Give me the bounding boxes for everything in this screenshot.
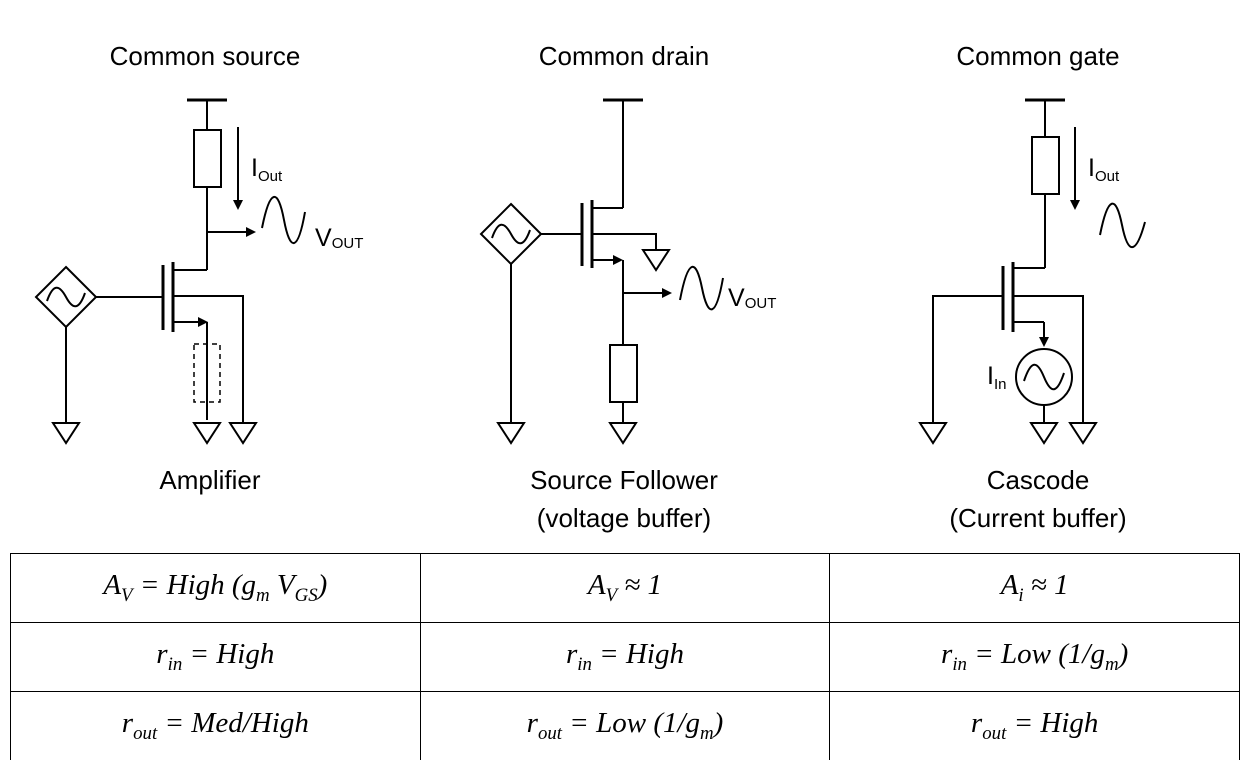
ground-symbol: [496, 422, 526, 445]
common-source-title: Common source: [110, 41, 301, 71]
output-waveform: [261, 196, 306, 244]
drain-resistor: [193, 129, 222, 188]
output-waveform: [679, 266, 724, 311]
table-row: AV = High (gm VGS) AV ≈ 1 Ai ≈ 1: [10, 553, 1240, 623]
ground-symbol: [1068, 422, 1098, 445]
ground-symbol: [1029, 422, 1059, 445]
ground-symbol: [641, 249, 671, 272]
current-out-label-cg: IOut: [1088, 154, 1120, 185]
ground-symbol: [192, 422, 222, 445]
common-gate-circuit: Common gate IOut IIn Cascode (Current bu…: [918, 41, 1146, 533]
common-gate-caption-2: (Current buffer): [949, 503, 1126, 533]
current-in-label-cg: IIn: [987, 362, 1006, 393]
current-label-cs: IOut: [251, 154, 283, 185]
drain-resistor: [1031, 136, 1060, 195]
output-label-cs: VOUT: [315, 224, 363, 252]
common-gate-title: Common gate: [956, 41, 1119, 71]
ground-symbol: [51, 422, 81, 445]
table-cell: AV = High (gm VGS): [10, 553, 421, 623]
table-row: rin = High rin = High rin = Low (1/gm): [10, 622, 1240, 692]
common-drain-circuit: Common drain VOUT Source Follower (volta…: [479, 41, 776, 533]
source-resistor: [609, 344, 638, 403]
table-cell: rout = High: [829, 691, 1240, 760]
properties-table: AV = High (gm VGS) AV ≈ 1 Ai ≈ 1 rin = H…: [10, 553, 1240, 760]
common-source-circuit: Common source VOUT IOut Amplifier: [34, 41, 363, 495]
table-cell: Ai ≈ 1: [829, 553, 1240, 623]
table-cell: rout = Med/High: [10, 691, 421, 760]
output-label-cd: VOUT: [728, 284, 776, 312]
common-drain-caption-1: Source Follower: [530, 465, 718, 495]
dashed-resistor: [193, 343, 221, 403]
table-cell: AV ≈ 1: [419, 553, 831, 623]
common-drain-title: Common drain: [539, 41, 710, 71]
table-row: rout = Med/High rout = Low (1/gm) rout =…: [10, 691, 1240, 760]
table-cell: rin = Low (1/gm): [829, 622, 1240, 692]
table-cell: rin = High: [419, 622, 831, 692]
common-drain-caption-2: (voltage buffer): [537, 503, 711, 533]
output-waveform: [1099, 202, 1146, 248]
common-source-caption: Amplifier: [159, 465, 260, 495]
ground-symbol: [228, 422, 258, 445]
table-cell: rin = High: [10, 622, 421, 692]
ground-symbol: [608, 422, 638, 445]
common-gate-caption-1: Cascode: [987, 465, 1090, 495]
circuit-diagrams: Common source VOUT IOut Amplifier: [34, 41, 1146, 533]
ground-symbol: [918, 422, 948, 445]
table-cell: rout = Low (1/gm): [419, 691, 831, 760]
